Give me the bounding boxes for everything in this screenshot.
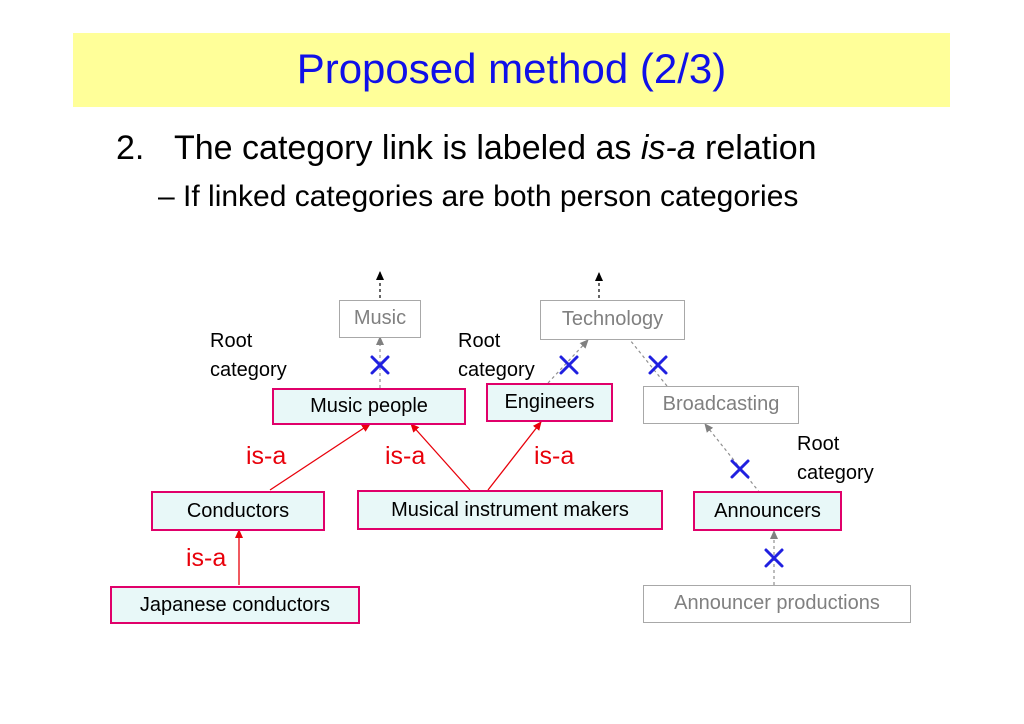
isa-label-conductors: is-a xyxy=(246,442,287,470)
node-music: Music xyxy=(339,300,421,338)
engineers-to-technology-link xyxy=(547,339,589,384)
isa-conductors-to-musicpeople xyxy=(269,423,371,491)
node-broadcasting: Broadcasting xyxy=(643,386,799,424)
cross-icon-productions xyxy=(764,548,784,568)
cross-icon-music xyxy=(370,355,390,375)
bullet-sub: – If linked categories are both person c… xyxy=(158,180,799,213)
title-bar: Proposed method (2/3) xyxy=(73,33,950,107)
cross-icon-broadcasting xyxy=(648,355,668,375)
node-japanese-conductors: Japanese conductors xyxy=(110,586,360,624)
bullet-text-before: The category link is labeled as xyxy=(174,129,641,167)
cross-icon-engineers xyxy=(559,355,579,375)
cross-icon-announcers xyxy=(730,459,750,479)
slide-title: Proposed method (2/3) xyxy=(296,45,727,92)
broadcasting-to-technology-link xyxy=(629,339,668,387)
node-conductors: Conductors xyxy=(151,491,325,531)
node-music-people: Music people xyxy=(272,388,466,425)
announcers-to-broadcasting-link xyxy=(704,423,761,494)
node-announcers: Announcers xyxy=(693,491,842,531)
isa-label-makers-music: is-a xyxy=(385,442,426,470)
bullet-text-italic: is-a xyxy=(640,129,696,167)
node-musical-instrument-makers: Musical instrument makers xyxy=(357,490,663,530)
bullet-number: 2. xyxy=(116,129,145,167)
bullet-main: 2. The category link is labeled as is-a r… xyxy=(116,126,817,170)
isa-makers-to-engineers xyxy=(487,421,542,491)
node-technology: Technology xyxy=(540,300,685,340)
isa-label-makers-engineers: is-a xyxy=(534,442,575,470)
node-announcer-productions: Announcer productions xyxy=(643,585,911,623)
bullet-text-after: relation xyxy=(695,129,817,167)
isa-label-japanese: is-a xyxy=(186,544,227,572)
isa-makers-to-musicpeople xyxy=(410,423,471,491)
node-engineers: Engineers xyxy=(486,383,613,422)
